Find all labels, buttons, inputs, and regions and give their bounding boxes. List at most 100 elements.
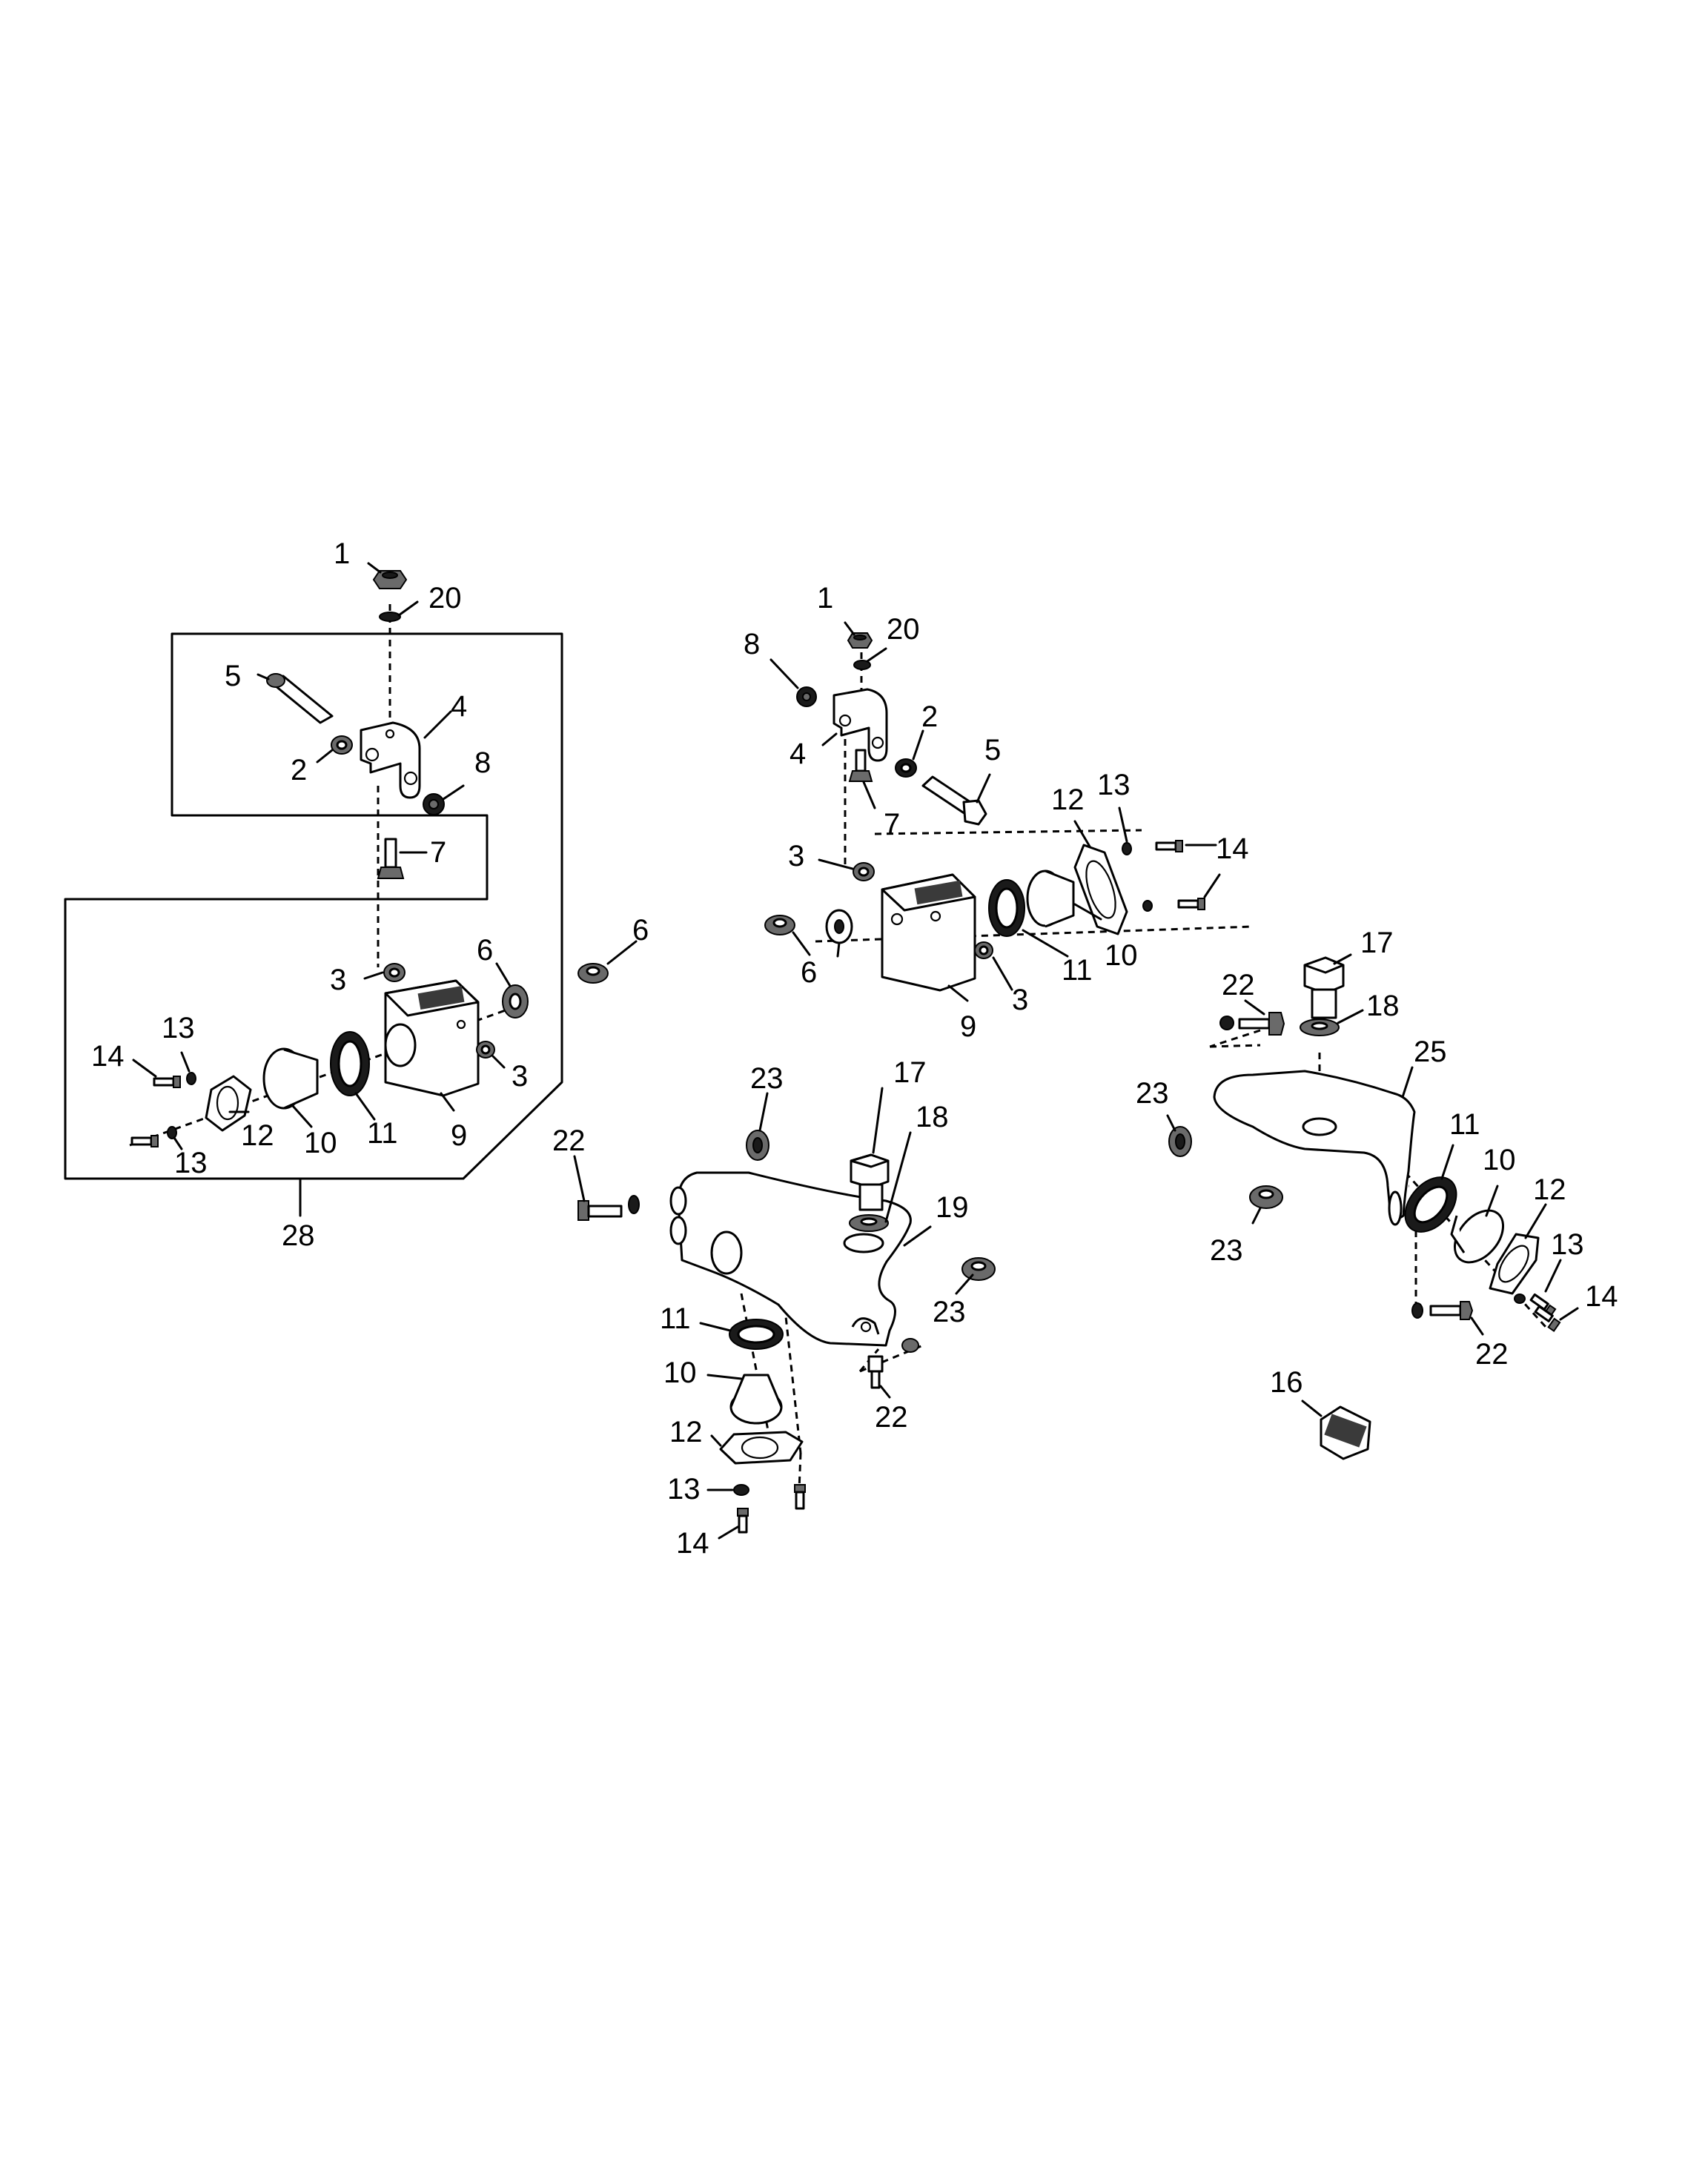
gasket-6-inner [502,984,529,1018]
callout-label: 11 [367,1117,398,1150]
callout-label: 3 [788,840,804,872]
seal-11-d [1404,1176,1457,1233]
callout-label: 23 [1210,1234,1243,1267]
callout-label: 3 [330,964,346,996]
callout-label: 1 [817,582,833,615]
callout-label: 8 [474,746,491,779]
ring-3-b [825,909,853,944]
callout-label: 13 [174,1147,208,1179]
callout-label: 12 [1051,784,1085,816]
washer-2-b [895,758,917,778]
callout-label: 25 [1414,1036,1447,1068]
callout-label: 13 [667,1473,701,1506]
gasket-12-b [1073,844,1128,935]
lens-10-c [729,1374,783,1425]
washer-18-c [849,1214,889,1232]
screw-14-b-lower [1177,898,1205,910]
washer-20 [379,612,401,622]
callout-label: 6 [632,914,649,947]
washer-13-upper [186,1072,196,1085]
assembly-c-group [573,1087,996,1540]
callout-label: 13 [1551,1228,1584,1261]
callout-label: 14 [1585,1280,1618,1313]
callout-label: 14 [676,1527,709,1560]
callout-label: 12 [241,1119,274,1152]
callout-label: 5 [984,734,1001,766]
washer-3-upper [383,963,406,982]
bolt-5-b [921,775,987,826]
callout-labels: 1 20 5 4 2 8 7 3 6 3 14 13 13 12 10 11 9… [91,537,1618,1560]
callout-label: 7 [884,808,900,841]
bolt-22-c-lower [867,1338,919,1389]
gasket-12 [205,1075,252,1132]
assembly-28-group [64,562,563,1217]
bolt-22-c-left [577,1195,640,1221]
callout-label: 5 [225,660,241,692]
seal-11 [330,1031,370,1096]
group-28-outline [64,632,563,1180]
seal-11-b [988,879,1025,937]
callout-label: 28 [282,1219,315,1252]
callout-label: 14 [91,1040,125,1073]
callout-label: 22 [552,1124,586,1157]
screw-14-upper [153,1076,181,1088]
grommet-23-c-top [746,1130,769,1161]
callout-label: 6 [801,956,817,989]
screw-14-c-right [794,1484,806,1510]
grommet-23-d-left [1168,1126,1192,1157]
callout-label: 14 [1216,832,1249,865]
callout-label: 3 [1012,984,1028,1016]
lens-10 [262,1047,319,1110]
washer-2 [331,735,353,755]
assembly-d-group [1166,953,1579,1460]
screw-14-d-lower [1534,1305,1561,1332]
screw-14-lower [130,1135,159,1147]
gasket-12-c [719,1431,804,1465]
callout-label: 12 [669,1416,703,1448]
callout-label: 10 [1483,1144,1516,1176]
housing-9-b [881,873,976,992]
nut-1-b [847,632,873,649]
washer-13-d [1514,1294,1526,1304]
lens-10-d [1450,1209,1505,1264]
grommet-23-d-lower [1249,1185,1283,1209]
washer-13-b [1122,842,1132,855]
washer-13-b-lower [1142,900,1153,912]
callout-label: 9 [451,1119,467,1152]
grommet-23-c-right [961,1257,996,1281]
callout-label: 4 [451,690,467,723]
washer-3-lower [476,1041,495,1059]
callout-label: 23 [933,1296,966,1328]
callout-label: 18 [916,1101,949,1133]
callout-label: 1 [334,537,350,570]
nut-8 [423,793,445,815]
bolt-7 [377,838,405,879]
callout-label: 11 [1449,1108,1480,1141]
washer-18-d [1300,1018,1340,1036]
bolt-22-d-lower [1411,1301,1474,1320]
screw-14-c-left [737,1508,749,1534]
bolt-17-d [1303,956,1345,1019]
callout-label: 2 [291,754,307,786]
callout-label: 10 [304,1127,337,1159]
callout-label: 23 [750,1062,784,1095]
bracket-25 [1213,1070,1416,1226]
callout-label: 11 [660,1302,691,1335]
callout-label: 11 [1062,954,1093,987]
callout-label: 13 [162,1012,195,1044]
callout-label: 17 [1360,927,1394,959]
gasket-12-d [1489,1233,1540,1295]
callout-label: 8 [744,628,760,660]
callout-label: 20 [428,582,462,615]
callout-label: 12 [1533,1173,1566,1206]
bracket-19 [669,1171,912,1347]
washer-3-b-upper [853,862,875,881]
gasket-6-b [764,915,795,935]
nut-1 [372,570,408,589]
assembly-b-group [764,621,1254,1002]
washer-20-b [853,660,871,670]
gasket-6-standalone [577,940,638,984]
screw-14-b-upper [1155,840,1183,852]
callout-label: 18 [1366,990,1400,1022]
